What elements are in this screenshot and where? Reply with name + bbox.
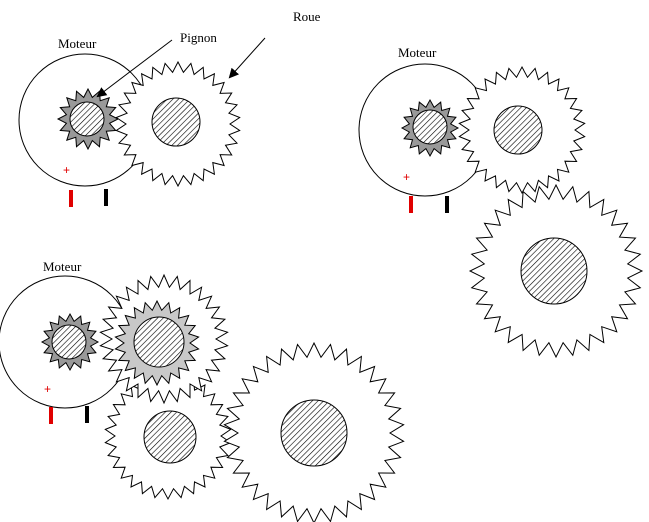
pinion-hub bbox=[69, 101, 105, 137]
large-wheel-hub-right bbox=[280, 399, 348, 467]
pinion-label: Pignon bbox=[180, 30, 217, 45]
wheel-hub bbox=[493, 105, 543, 155]
pinion-arrow bbox=[96, 39, 173, 98]
assembly-3: + Moteur bbox=[0, 259, 405, 522]
negative-terminal bbox=[104, 189, 108, 206]
wheel-arrow bbox=[228, 37, 266, 79]
assembly-1: + Moteur Pignon Roue bbox=[18, 9, 321, 207]
negative-terminal bbox=[445, 196, 449, 213]
wheel-hub-2 bbox=[520, 237, 588, 305]
wheel-label: Roue bbox=[293, 9, 321, 24]
plus-sign: + bbox=[403, 170, 410, 184]
assembly-2: + Moteur bbox=[358, 45, 644, 359]
plus-sign: + bbox=[63, 163, 70, 177]
pinion-hub bbox=[51, 324, 87, 360]
compound-hub bbox=[133, 316, 185, 368]
medium-wheel-hub-bottom bbox=[143, 410, 197, 464]
positive-terminal bbox=[409, 196, 413, 213]
motor-label: Moteur bbox=[58, 36, 97, 51]
pinion-hub bbox=[412, 109, 448, 145]
positive-terminal bbox=[69, 190, 73, 207]
wheel-hub bbox=[151, 97, 201, 147]
plus-sign: + bbox=[44, 382, 51, 396]
motor-label: Moteur bbox=[43, 259, 82, 274]
positive-terminal bbox=[49, 407, 53, 424]
negative-terminal bbox=[85, 406, 89, 423]
motor-label: Moteur bbox=[398, 45, 437, 60]
